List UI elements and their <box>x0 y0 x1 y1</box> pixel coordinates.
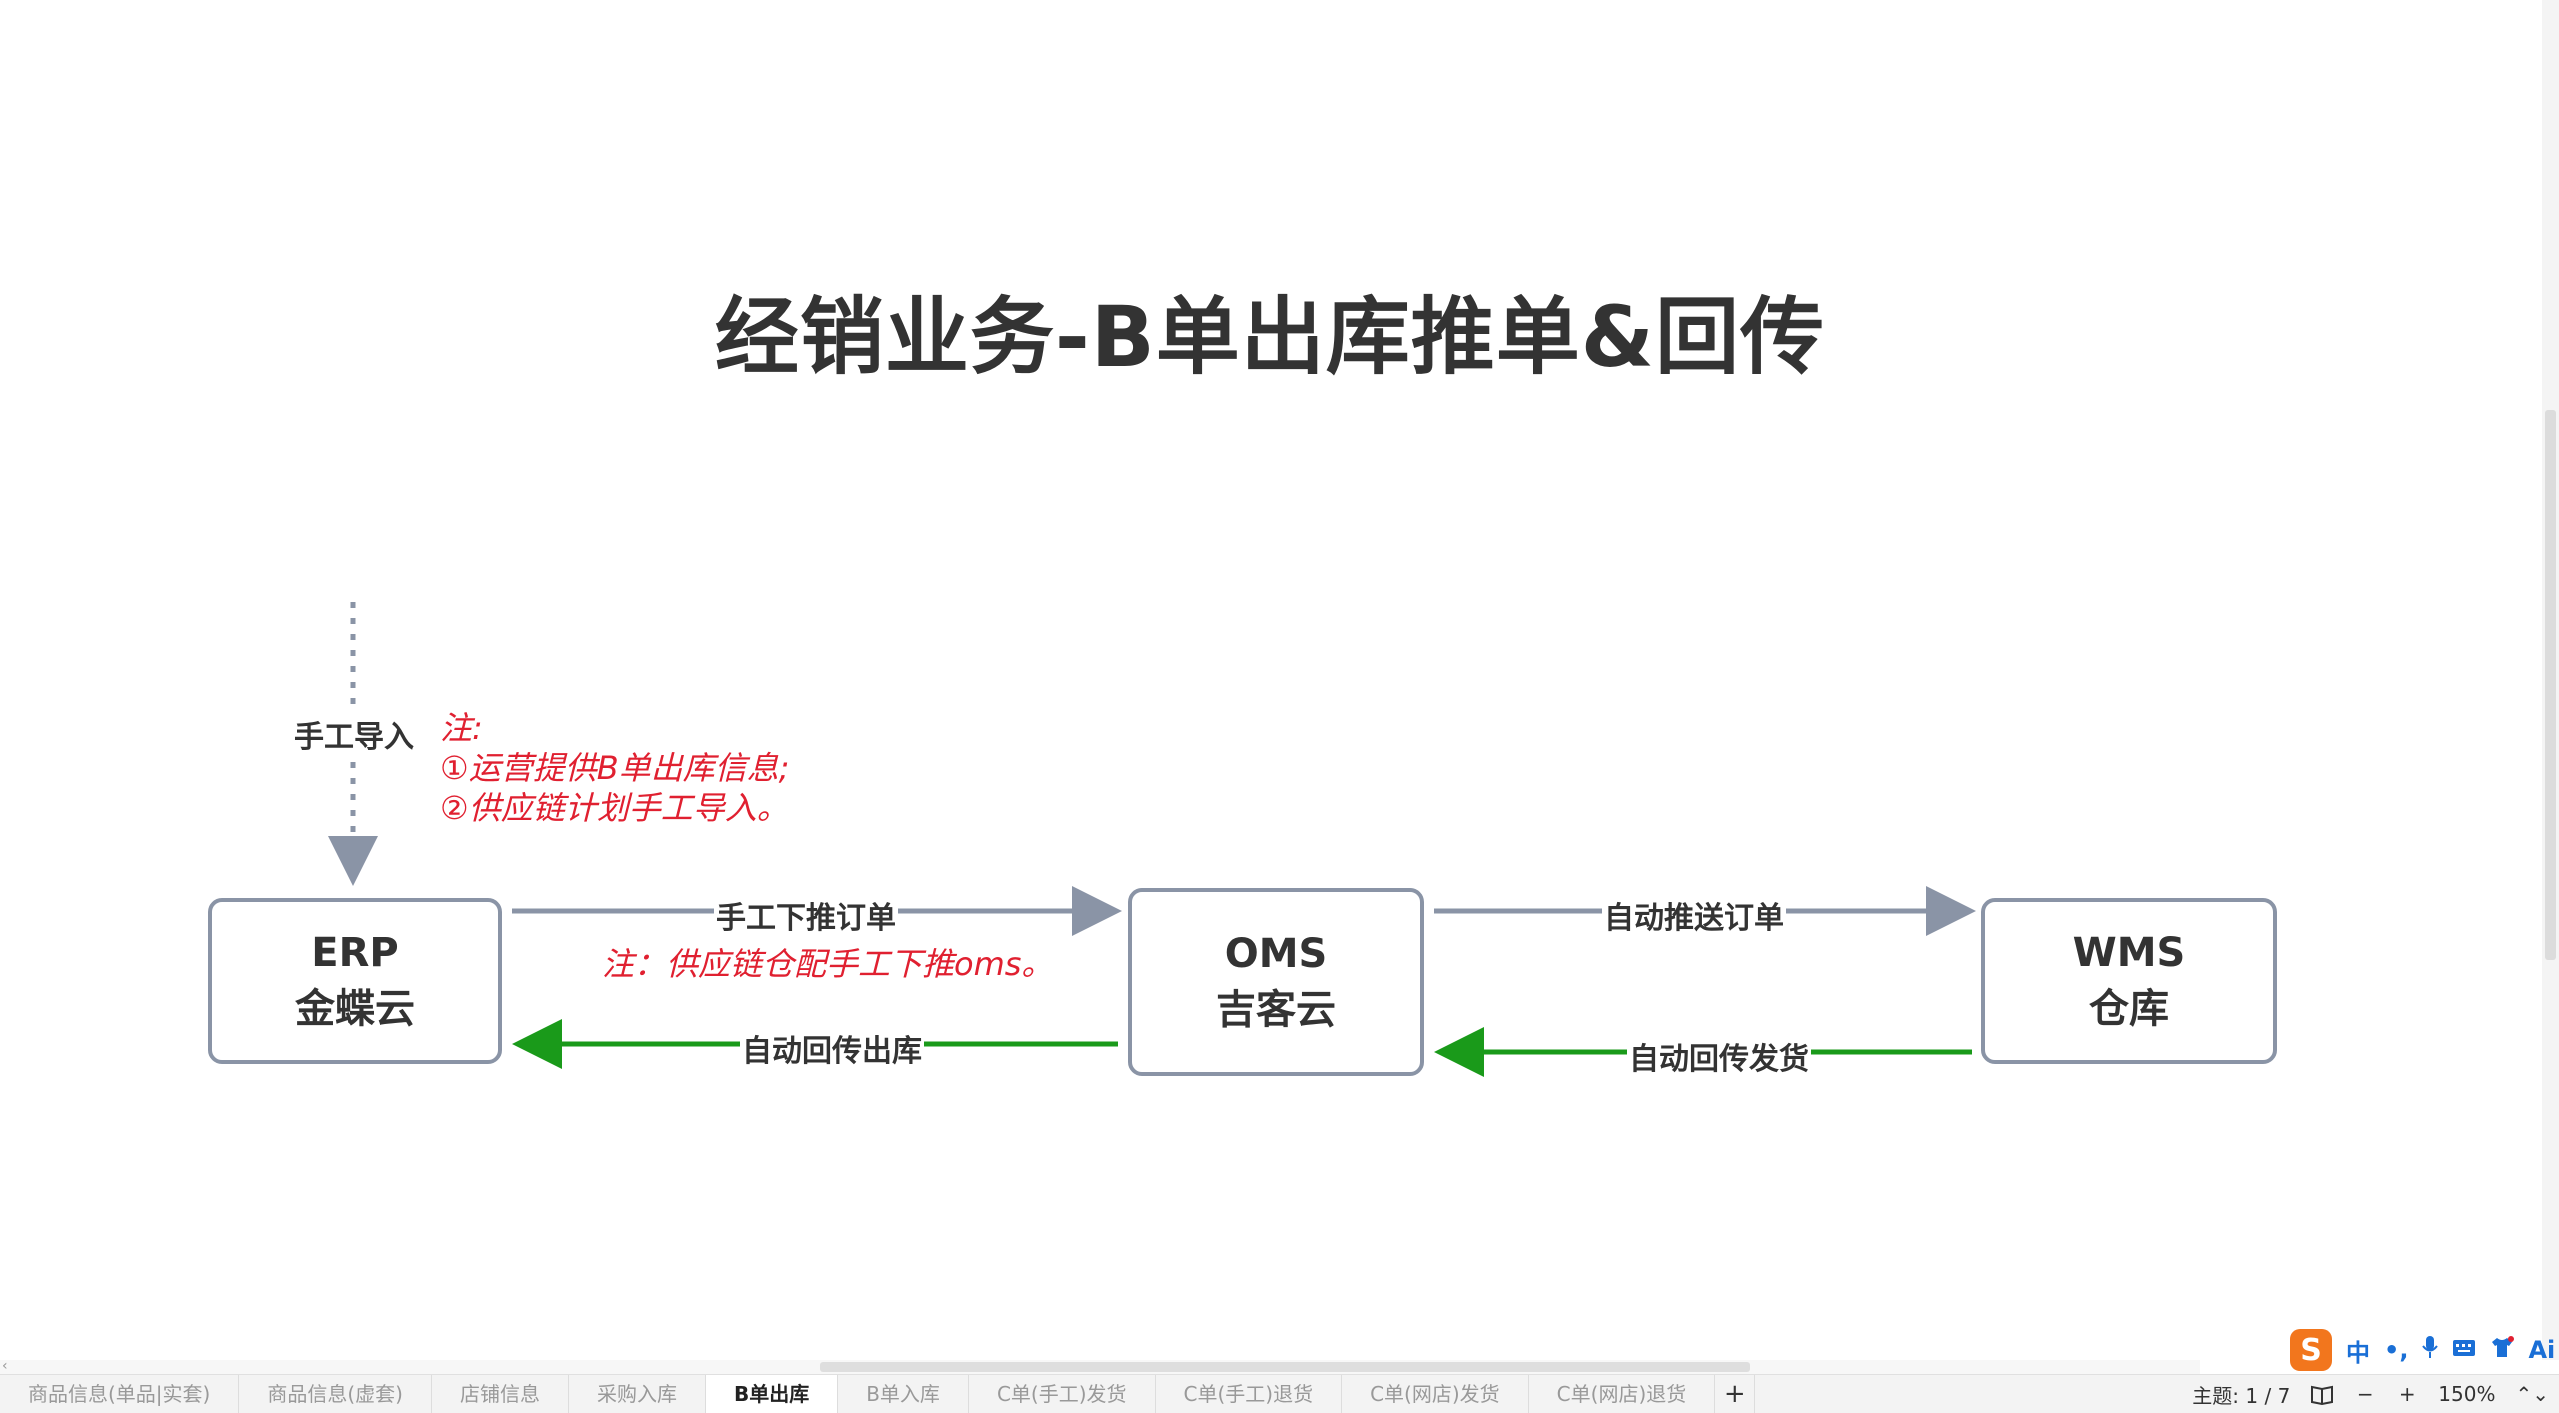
diagram-title: 经销业务-B单出库推单&回传 <box>714 288 1826 386</box>
oms-node-line1: OMS <box>1224 931 1328 977</box>
note1: 注: ①运营提供B单出库信息; ②供应链计划手工导入。 <box>440 708 789 828</box>
ime-ai[interactable]: Ai <box>2528 1336 2556 1364</box>
note2: 注：供应链仓配手工下推oms。 <box>602 945 1054 983</box>
sheet-tab[interactable]: C单(手工)退货 <box>1156 1375 1343 1413</box>
wms-node-line1: WMS <box>2072 930 2186 976</box>
horizontal-scrollbar-thumb[interactable] <box>820 1362 1750 1372</box>
auto-push-order-label: 自动推送订单 <box>1602 893 1786 937</box>
sheet-tab[interactable]: C单(网店)发货 <box>1342 1375 1529 1413</box>
manual-push-order-label: 手工下推订单 <box>714 893 898 937</box>
wms-node[interactable]: WMS 仓库 <box>1981 898 2277 1064</box>
manual-import-label: 手工导入 <box>292 712 416 756</box>
note1-line3: ②供应链计划手工导入。 <box>440 789 789 827</box>
status-bar: 商品信息(单品|实套) 商品信息(虚套) 店铺信息 采购入库 B单出库 B单入库… <box>0 1374 2559 1413</box>
erp-node-line1: ERP <box>311 930 399 976</box>
sheet-tab[interactable]: 店铺信息 <box>432 1375 569 1413</box>
zoom-in-button[interactable]: + <box>2398 1382 2416 1406</box>
theme-indicator[interactable]: 主题: 1 / 7 <box>2192 1383 2291 1408</box>
oms-node[interactable]: OMS 吉客云 <box>1128 888 1424 1076</box>
sheet-tabs: 商品信息(单品|实套) 商品信息(虚套) 店铺信息 采购入库 B单出库 B单入库… <box>0 1375 1756 1413</box>
ime-logo-icon[interactable]: S <box>2290 1329 2332 1371</box>
oms-node-line2: 吉客云 <box>1216 987 1336 1033</box>
arrows-layer <box>328 602 1976 1077</box>
erp-node[interactable]: ERP 金蝶云 <box>208 898 502 1064</box>
add-sheet-button[interactable]: + <box>1715 1375 1756 1413</box>
ime-toolbar: S 中 •, Ai <box>2290 1329 2556 1371</box>
zoom-spinner-icon[interactable]: ⌃⌄ <box>2515 1382 2549 1406</box>
sheet-tab[interactable]: C单(网店)退货 <box>1529 1375 1716 1413</box>
sheet-tab[interactable]: 商品信息(虚套) <box>239 1375 432 1413</box>
wms-node-line2: 仓库 <box>2089 986 2169 1032</box>
zoom-out-button[interactable]: − <box>2356 1382 2374 1406</box>
vertical-scrollbar-thumb[interactable] <box>2545 410 2556 960</box>
zoom-level[interactable]: 150% <box>2438 1382 2496 1406</box>
book-icon[interactable] <box>2310 1383 2334 1405</box>
ime-mode[interactable]: 中 <box>2346 1338 2370 1367</box>
scroll-left-icon[interactable]: ‹ <box>2 1358 8 1374</box>
status-right: 主题: 1 / 7 − + 150% ⌃⌄ <box>2192 1375 2549 1413</box>
auto-return-shipping-label: 自动回传发货 <box>1627 1034 1811 1078</box>
sheet-tab[interactable]: B单入库 <box>838 1375 969 1413</box>
sheet-tab[interactable]: 商品信息(单品|实套) <box>0 1375 240 1413</box>
diagram-canvas: 经销业务-B单出库推单&回传 ERP 金蝶云 OMS 吉客云 WMS 仓库 手工… <box>208 288 2277 1078</box>
ime-punct[interactable]: •, <box>2384 1336 2409 1364</box>
sheet-tab[interactable]: C单(手工)发货 <box>969 1375 1156 1413</box>
shirt-icon[interactable] <box>2490 1336 2515 1364</box>
erp-node-line2: 金蝶云 <box>295 986 415 1032</box>
note1-line2: ①运营提供B单出库信息; <box>440 749 790 787</box>
sheet-tab[interactable]: 采购入库 <box>569 1375 706 1413</box>
auto-return-outbound-label: 自动回传出库 <box>740 1026 924 1070</box>
note1-line1: 注: <box>440 709 483 747</box>
keyboard-icon[interactable] <box>2452 1336 2476 1364</box>
sheet-tab-active[interactable]: B单出库 <box>705 1375 839 1413</box>
mic-icon[interactable] <box>2422 1335 2439 1365</box>
